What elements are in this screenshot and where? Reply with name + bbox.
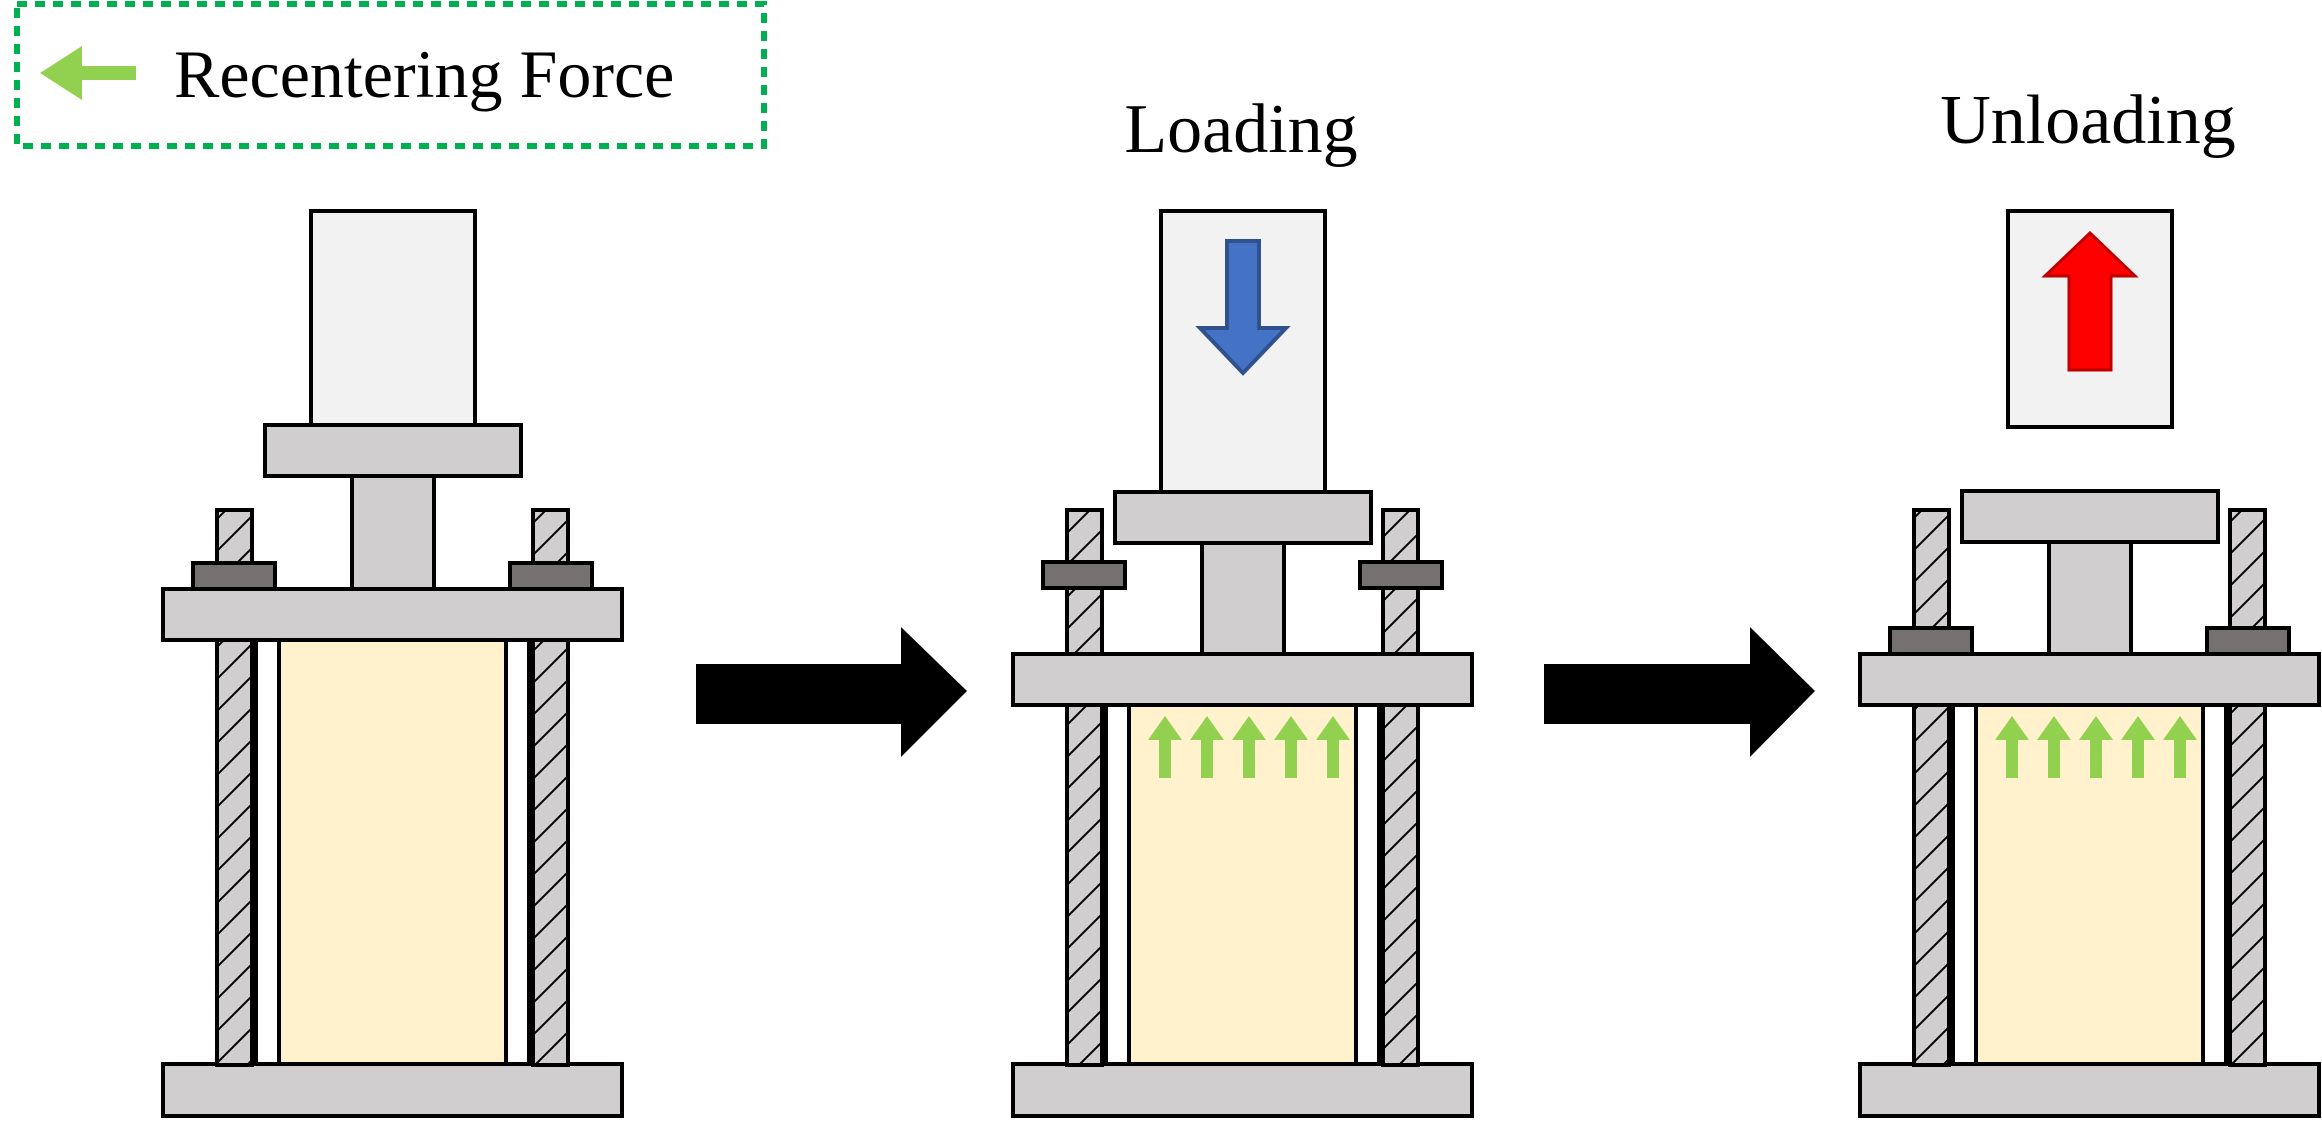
threaded-rod-left bbox=[1912, 508, 1951, 1067]
legend-label: Recentering Force bbox=[174, 36, 674, 112]
threaded-rod-right bbox=[1381, 508, 1420, 1067]
legend-frame bbox=[14, 1, 767, 149]
load-arrow-down-icon bbox=[1195, 239, 1291, 376]
legend-arrow-icon bbox=[40, 46, 136, 100]
nut-right bbox=[508, 561, 594, 591]
piston-stem bbox=[2047, 540, 2133, 656]
process-arrow-1 bbox=[696, 627, 967, 757]
legend-arrow-shaft bbox=[66, 66, 136, 80]
spacer-left bbox=[1104, 703, 1131, 1066]
spacer-left bbox=[1951, 703, 1978, 1066]
nut-left bbox=[191, 561, 277, 591]
nut-right bbox=[1358, 560, 1444, 590]
piston-cap bbox=[1113, 490, 1373, 545]
load-arrow-up-icon bbox=[2041, 230, 2139, 372]
recentering-arrow-icon bbox=[1995, 716, 2029, 778]
spacer-right bbox=[2201, 703, 2228, 1066]
stage-loading bbox=[1011, 209, 1474, 1118]
process-arrow-2 bbox=[1544, 627, 1815, 757]
recentering-arrow-icon bbox=[1316, 716, 1350, 778]
spacer-left bbox=[254, 638, 281, 1066]
stage-title-loading: Loading bbox=[1124, 91, 1357, 168]
stage-title-unloading: Unloading bbox=[1940, 82, 2236, 159]
nut-right bbox=[2205, 626, 2291, 656]
piston-stem bbox=[350, 474, 436, 591]
threaded-rod-right bbox=[2228, 508, 2267, 1067]
spacer-right bbox=[504, 638, 531, 1066]
actuator-block bbox=[309, 209, 477, 427]
recentering-arrow-icon bbox=[2163, 716, 2197, 778]
recentering-arrow-icon bbox=[2079, 716, 2113, 778]
bottom-plate bbox=[1858, 1062, 2321, 1118]
recentering-arrow-icon bbox=[1232, 716, 1266, 778]
nut-left bbox=[1041, 560, 1127, 590]
threaded-rod-left bbox=[1065, 508, 1104, 1067]
stage-unloading bbox=[1858, 209, 2321, 1118]
upper-plate bbox=[161, 587, 624, 642]
recentering-arrow-icon bbox=[2037, 716, 2071, 778]
nut-left bbox=[1888, 626, 1974, 656]
bottom-plate bbox=[1011, 1062, 1474, 1118]
recentering-arrow-icon bbox=[1274, 716, 1308, 778]
recentering-arrow-icon bbox=[1148, 716, 1182, 778]
upper-plate bbox=[1858, 652, 2321, 707]
specimen bbox=[277, 638, 508, 1066]
upper-plate bbox=[1011, 652, 1474, 707]
stage-initial bbox=[161, 209, 624, 1118]
piston-cap bbox=[1960, 489, 2220, 544]
piston-cap bbox=[263, 423, 523, 478]
bottom-plate bbox=[161, 1062, 624, 1118]
recentering-arrow-icon bbox=[2121, 716, 2155, 778]
legend-arrow-head bbox=[40, 46, 82, 100]
recentering-arrow-icon bbox=[1190, 716, 1224, 778]
legend: Recentering Force bbox=[14, 1, 767, 149]
piston-stem bbox=[1200, 541, 1286, 656]
spacer-right bbox=[1354, 703, 1381, 1066]
